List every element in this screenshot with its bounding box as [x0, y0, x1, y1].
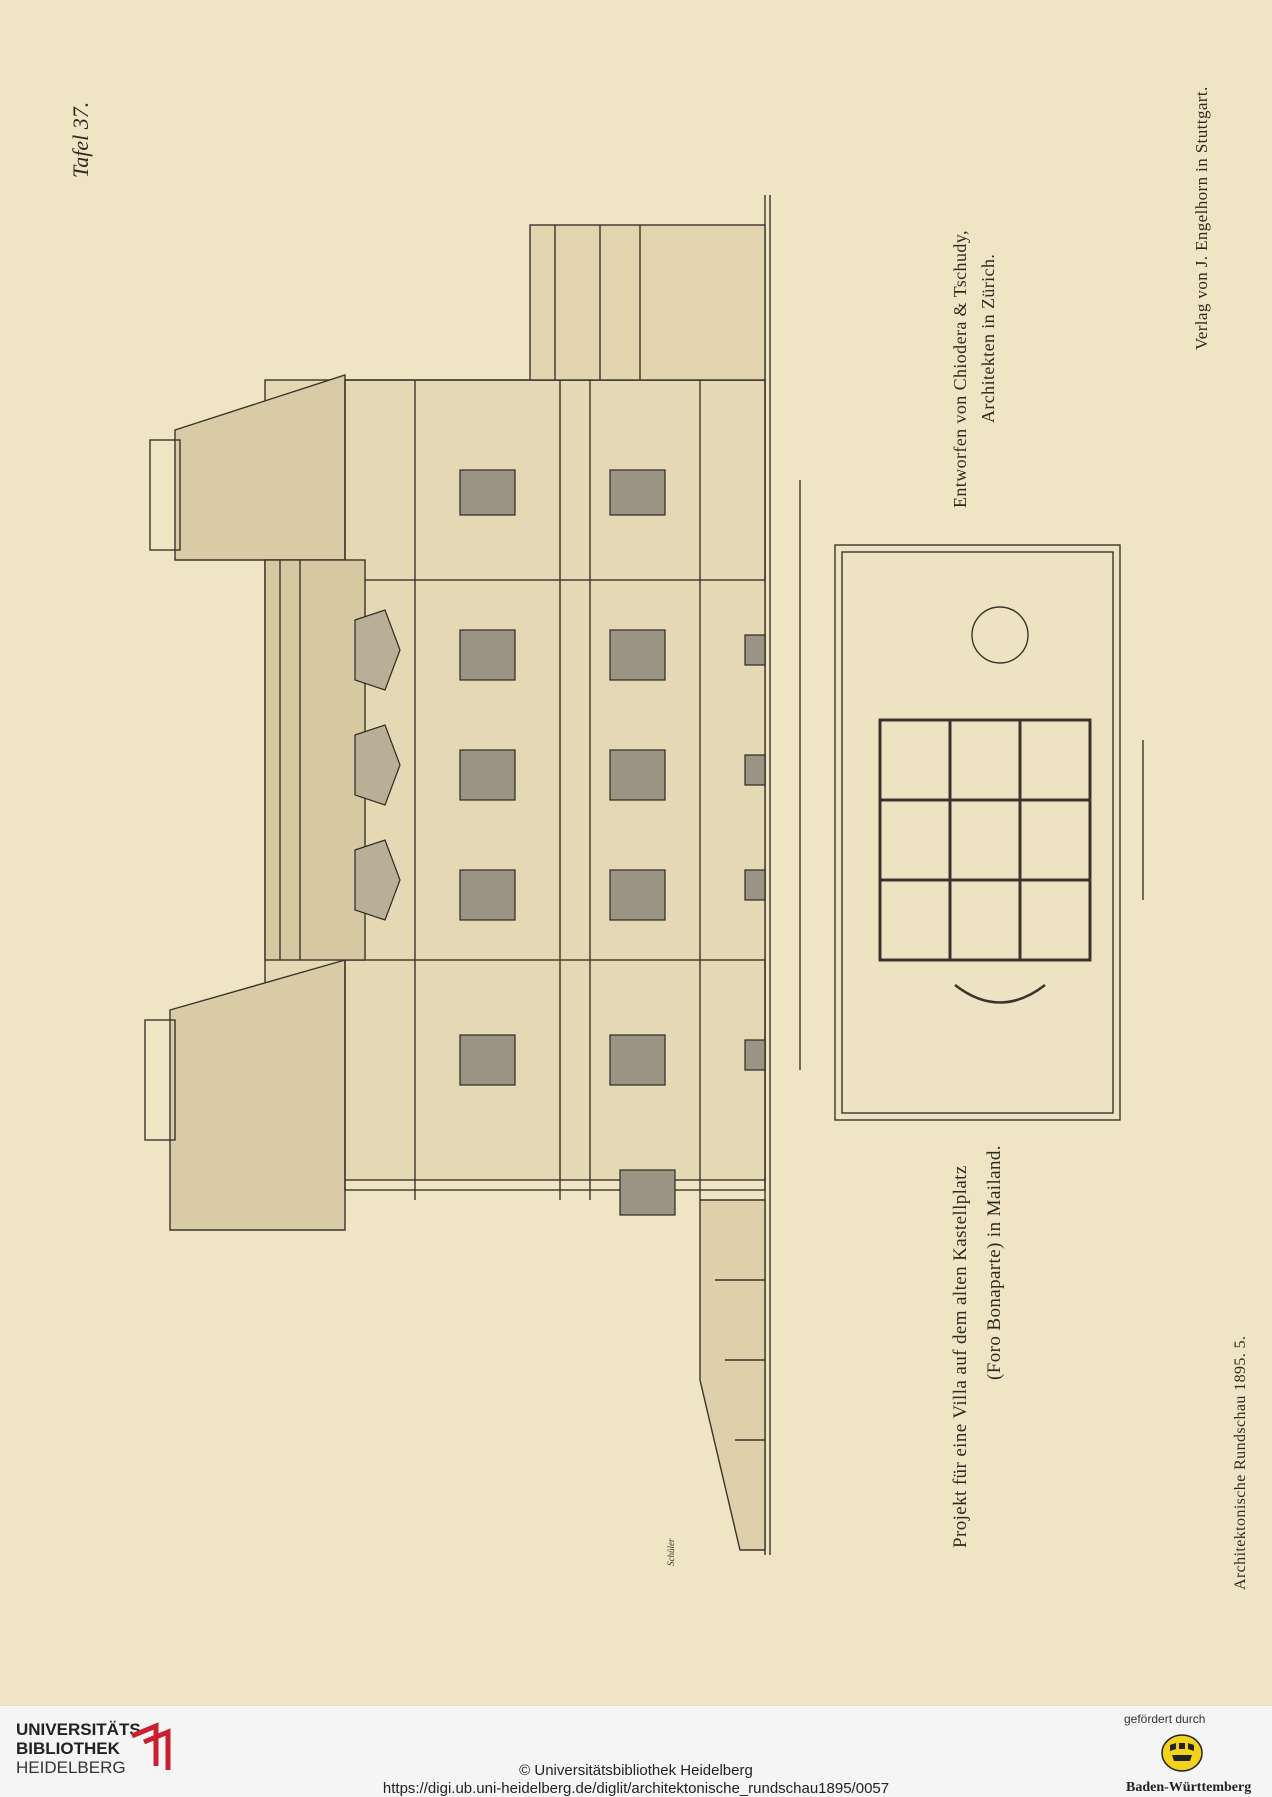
copyright-notice: © Universitätsbibliothek Heidelberg [519, 1762, 753, 1779]
sponsor-name: Baden-Württemberg [1126, 1780, 1252, 1795]
permalink-url[interactable]: https://digi.ub.uni-heidelberg.de/diglit… [382, 1780, 890, 1797]
plate-number: Tafel 37. [68, 101, 93, 178]
series-caption: Architektonische Rundschau 1895. 5. [1232, 1335, 1249, 1590]
title-caption-line2: (Foro Bonaparte) in Mailand. [984, 1145, 1005, 1380]
villa-elevation-and-plan [144, 195, 1144, 1555]
scanned-plate: Tafel 37. Entworfen von Chiodera & Tschu… [0, 0, 1272, 1705]
digitization-footer: UNIVERSITÄTS- BIBLIOTHEK HEIDELBERG © Un… [0, 1705, 1272, 1797]
sponsor-label: gefördert durch [1124, 1712, 1206, 1726]
library-logo-icon[interactable] [126, 1722, 178, 1772]
library-name-line3: HEIDELBERG [16, 1758, 126, 1777]
engraver-signature: Schüler [666, 1538, 676, 1567]
architects-caption-line2: Architekten in Zürich. [978, 253, 998, 423]
publisher-caption: Verlag von J. Engelhorn in Stuttgart. [1192, 86, 1211, 350]
architects-caption-line1: Entworfen von Chiodera & Tschudy, [950, 230, 970, 508]
library-name-line1: UNIVERSITÄTS- [16, 1720, 147, 1739]
coat-of-arms-icon [1161, 1734, 1203, 1772]
library-name-line2: BIBLIOTHEK [16, 1739, 120, 1758]
title-caption-line1: Projekt für eine Villa auf dem alten Kas… [950, 1165, 971, 1548]
library-logo-text[interactable]: UNIVERSITÄTS- BIBLIOTHEK HEIDELBERG [16, 1720, 146, 1777]
